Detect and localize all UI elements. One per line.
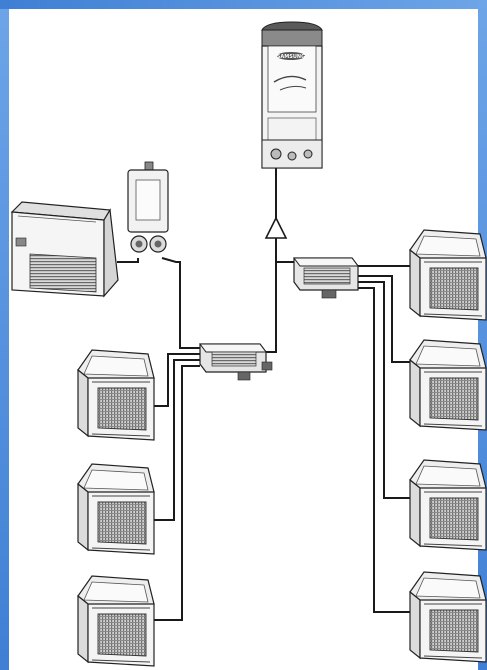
left-cassette-3 xyxy=(77,575,155,667)
refrigerant-piping xyxy=(117,168,412,621)
brand-label: SAMSUNG xyxy=(277,54,305,60)
connection-module-icon xyxy=(127,161,169,253)
brand-badge xyxy=(277,52,305,60)
outdoor-unit: SAMSUNG xyxy=(261,21,323,169)
left-frame-bar xyxy=(0,0,9,670)
right-cassette-1 xyxy=(409,229,487,321)
top-frame-bar xyxy=(0,0,487,9)
floor-console-icon xyxy=(10,201,119,298)
left-branch-distributor xyxy=(199,343,273,381)
right-frame-bar xyxy=(478,0,487,670)
left-cassette-1 xyxy=(77,349,155,441)
upward-flow-arrow-icon xyxy=(264,216,288,239)
left-cassette-2 xyxy=(77,463,155,555)
right-branch-distributor xyxy=(293,257,359,299)
right-cassette-2 xyxy=(409,339,487,431)
right-cassette-4 xyxy=(409,571,487,663)
right-cassette-3 xyxy=(409,459,487,551)
